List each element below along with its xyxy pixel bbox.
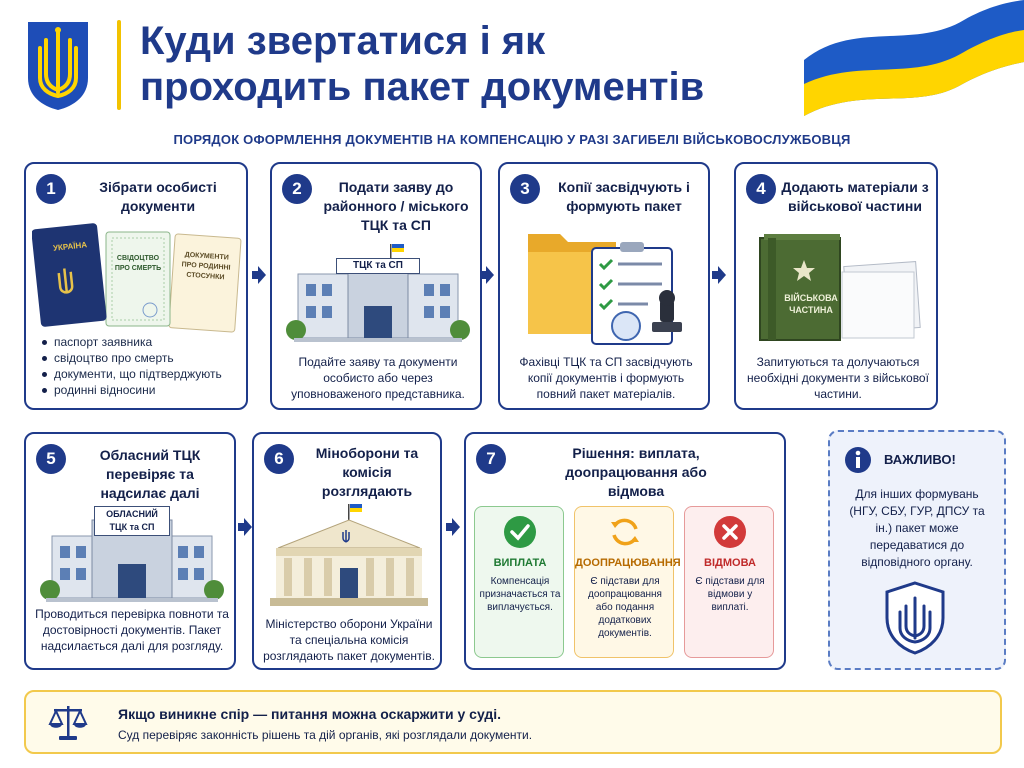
page-title-line-2: проходить пакет документів [140,65,705,109]
arrow-right-icon [238,518,252,536]
step-3-card: 3 Копії засвідчують і формують пакет Фах… [498,162,710,410]
building-icon [286,244,470,342]
step-1-number: 1 [36,174,66,204]
page-title: Куди звертатися і як проходить пакет док… [140,18,704,110]
outcome-refusal-label: ВІДМОВА [704,557,756,569]
arrow-right-icon [252,266,266,284]
regional-tck-sign-line-2: ТЦК та СП [109,522,155,532]
step-7-title: Рішення: виплата, доопрацювання або відм… [565,445,707,499]
info-icon [845,447,871,473]
certified-package-illustration [524,222,690,348]
page-title-line-1: Куди звертатися і як [140,19,546,63]
step-5-number: 5 [36,444,66,474]
military-unit-folder-illustration: ВІЙСЬКОВА ЧАСТИНА [754,230,924,346]
arrow-right-icon [446,518,460,536]
court-appeal-footer: Якщо виникне спір — питання можна оскарж… [24,690,1002,754]
list-item: паспорт заявника [40,334,222,350]
important-note-text: Для інших формувань (НГУ, СБУ, ГУР, ДПСУ… [849,487,985,569]
step-6-number: 6 [264,444,294,474]
arrow-right-icon [712,266,726,284]
outcome-refusal: ВІДМОВА Є підстави для відмови у виплаті… [684,506,774,658]
step-4-title: Додають матеріали з військової частини [781,179,929,214]
ministry-building-icon [270,504,428,606]
death-certificate-label: СВІДОЦТВО ПРО СМЕРТЬ [114,255,162,272]
folder-checklist-icon [528,234,682,345]
step-5-description: Проводиться перевірка повноти та достові… [35,607,229,653]
regional-tck-building-illustration: ОБЛАСНИЙ ТЦК та СП [36,504,228,604]
military-unit-folder-label: ВІЙСЬКОВА ЧАСТИНА [776,292,846,316]
step-3-description: Фахівці ТЦК та СП засвідчують копії доку… [519,355,693,401]
step-3-title: Копії засвідчують і формують пакет [558,179,690,214]
tck-sign: ТЦК та СП [336,258,420,274]
outcome-payment-label: ВИПЛАТА [493,557,547,569]
outcome-revision-label: ДООПРАЦЮВАННЯ [575,557,681,569]
close-icon [714,516,746,548]
scales-icon [48,706,88,740]
outcome-payment: ВИПЛАТА Компенсація призначається та вип… [474,506,564,658]
military-folder-icon [759,234,921,341]
important-note: ВАЖЛИВО! Для інших формувань (НГУ, СБУ, … [828,430,1006,670]
ukraine-coat-of-arms-icon [28,22,88,110]
outcome-refusal-text: Є підстави для відмови у виплаті. [695,576,765,613]
step-7-number: 7 [476,444,506,474]
step-1-card: 1 Зібрати особисті документи УКРАЇНА СВІ… [24,162,248,410]
title-divider [117,20,121,110]
step-2-number: 2 [282,174,312,204]
ministry-building-illustration [266,504,432,608]
outcome-revision: ДООПРАЦЮВАННЯ Є підстави для доопрацюван… [574,506,681,658]
step-4-card: 4 Додають матеріали з військової частини… [734,162,938,410]
ukraine-flag-icon [804,0,1024,116]
step-6-title: Міноборони та комісія розглядають [315,445,419,499]
arrow-right-icon [480,266,494,284]
outcome-revision-text: Є підстави для доопрацювання або подання… [588,576,662,639]
list-item: свідоцтво про смерть [40,350,222,366]
important-note-title: ВАЖЛИВО! [884,452,956,467]
list-item: родинні відносини [40,382,222,398]
outcome-payment-text: Компенсація призначається та виплачуєтьс… [479,576,561,613]
step-2-description: Подайте заяву та документи особисто або … [291,355,465,401]
header: Куди звертатися і як проходить пакет док… [0,0,1024,125]
step-2-card: 2 Подати заяву до районного / міського Т… [270,162,482,410]
personal-documents-illustration: УКРАЇНА СВІДОЦТВО ПРО СМЕРТЬ ДОКУМЕНТИ П… [31,222,244,334]
refresh-icon [611,518,639,546]
footer-text: Суд перевіряє законність рішень та дій о… [118,728,533,742]
step-4-number: 4 [746,174,776,204]
step-1-title: Зібрати особисті документи [99,179,217,214]
step-4-description: Запитуються та долучаються необхідні док… [747,355,929,401]
check-icon [504,516,536,548]
step-1-bullet-list: паспорт заявника свідоцтво про смерть до… [40,334,222,398]
tck-building-illustration: ТЦК та СП [284,244,472,344]
step-5-card: 5 Обласний ТЦК перевіряє та надсилає дал… [24,432,236,670]
step-6-card: 6 Міноборони та комісія розглядають Міні… [252,432,442,670]
regional-tck-sign-line-1: ОБЛАСНИЙ [106,509,158,519]
shield-trident-icon [885,581,945,655]
step-2-title: Подати заяву до районного / міського ТЦК… [323,179,469,233]
step-3-number: 3 [510,174,540,204]
military-unit-folder-label-line-1: ВІЙСЬКОВА [784,293,838,303]
page-subtitle: ПОРЯДОК ОФОРМЛЕННЯ ДОКУМЕНТІВ НА КОМПЕНС… [173,132,851,147]
list-item: документи, що підтверджують [40,366,222,382]
family-documents-label: ДОКУМЕНТИ ПРО РОДИННІ СТОСУНКИ [177,250,235,284]
documents-icon [31,223,242,333]
step-5-title: Обласний ТЦК перевіряє та надсилає далі [99,447,201,501]
regional-tck-sign: ОБЛАСНИЙ ТЦК та СП [94,506,170,536]
step-7-card: 7 Рішення: виплата, доопрацювання або ві… [464,432,786,670]
step-6-description: Міністерство оборони України та спеціаль… [263,617,435,663]
military-unit-folder-label-line-2: ЧАСТИНА [789,305,833,315]
footer-title: Якщо виникне спір — питання можна оскарж… [118,706,502,722]
